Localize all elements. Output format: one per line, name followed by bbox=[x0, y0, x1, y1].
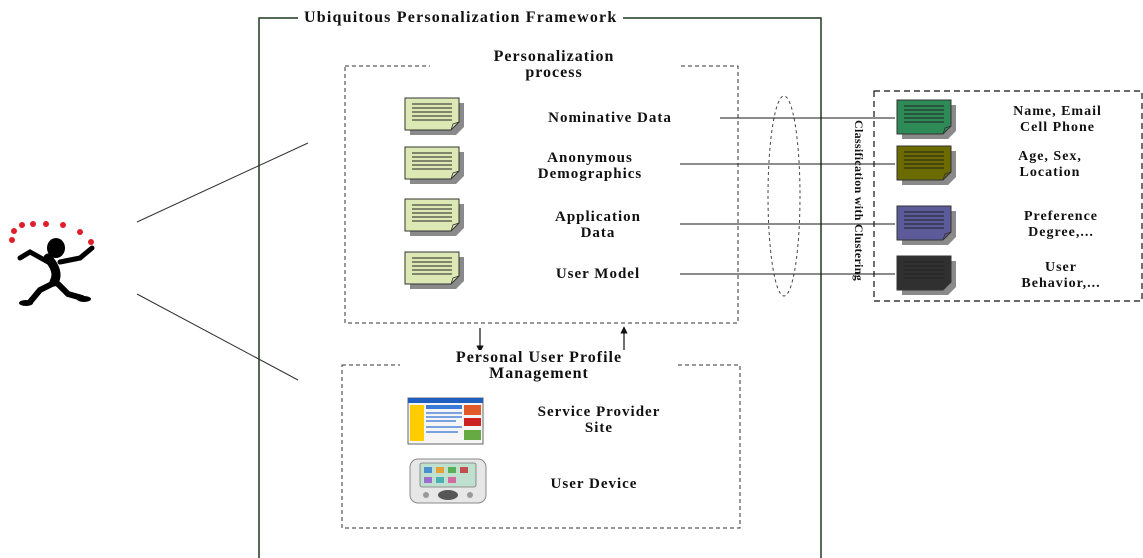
process-item-label: Anonymous bbox=[547, 150, 633, 166]
profile-item-user-device: User Device bbox=[494, 476, 694, 492]
process-title-line1: Personalization bbox=[493, 48, 615, 65]
classification-box bbox=[873, 90, 1143, 302]
classification-item-label: Name, Email bbox=[1013, 104, 1102, 119]
classification-item-label: User bbox=[1045, 260, 1077, 275]
profile-title-line1: Personal User Profile bbox=[455, 349, 623, 366]
process-item-demographics: Anonymous Demographics bbox=[500, 150, 680, 182]
classification-item-label-2: Degree,... bbox=[1028, 225, 1094, 240]
framework-title: Ubiquitous Personalization Framework bbox=[298, 10, 624, 26]
classification-item-age: Age, Sex, Location bbox=[990, 149, 1110, 181]
classification-item-label: Age, Sex, bbox=[1018, 149, 1082, 164]
profile-item-label: User Device bbox=[550, 476, 638, 492]
profile-item-label-2: Site bbox=[584, 420, 614, 436]
classification-item-name: Name, Email Cell Phone bbox=[985, 104, 1130, 136]
process-title: Personalization process bbox=[430, 49, 678, 81]
profile-item-label: Service Provider bbox=[537, 404, 661, 420]
web-page-icon bbox=[407, 397, 484, 445]
clustering-ellipse bbox=[767, 95, 801, 297]
personalization-process-box bbox=[344, 65, 739, 324]
process-title-line2: process bbox=[525, 64, 583, 81]
classification-item-label-2: Cell Phone bbox=[1020, 120, 1095, 135]
classification-item-preference: Preference Degree,... bbox=[996, 209, 1126, 241]
process-item-user-model: User Model bbox=[508, 266, 688, 282]
classification-document-icon bbox=[896, 99, 956, 139]
classification-item-behavior: User Behavior,... bbox=[996, 260, 1126, 292]
classification-document-icon bbox=[896, 255, 956, 295]
classification-document-icon bbox=[896, 205, 956, 245]
process-item-label-2: Demographics bbox=[537, 166, 643, 182]
profile-management-box bbox=[341, 364, 741, 529]
process-item-label: Application bbox=[554, 209, 641, 225]
user-line-bottom bbox=[136, 293, 299, 381]
process-item-nominative: Nominative Data bbox=[500, 110, 720, 126]
user-line-top bbox=[136, 142, 309, 223]
process-item-label: Nominative Data bbox=[548, 110, 672, 126]
classification-label: Classification with Clustering bbox=[852, 120, 866, 282]
document-icon bbox=[404, 251, 464, 289]
classification-item-label-2: Location bbox=[1019, 165, 1081, 180]
process-item-label-2: Data bbox=[580, 225, 616, 241]
document-icon bbox=[404, 146, 464, 184]
classification-item-label: Preference bbox=[1024, 209, 1098, 224]
pda-device-icon bbox=[409, 458, 487, 504]
document-icon bbox=[404, 198, 464, 236]
document-icon bbox=[404, 97, 464, 135]
classification-item-label-2: Behavior,... bbox=[1021, 276, 1101, 291]
process-item-application: Application Data bbox=[508, 209, 688, 241]
process-item-label: User Model bbox=[555, 266, 641, 282]
profile-title: Personal User Profile Management bbox=[400, 350, 678, 382]
classification-document-icon bbox=[896, 145, 956, 185]
juggling-stick-figure-icon bbox=[9, 221, 95, 306]
profile-title-line2: Management bbox=[489, 365, 589, 382]
profile-item-service-provider: Service Provider Site bbox=[494, 404, 704, 436]
